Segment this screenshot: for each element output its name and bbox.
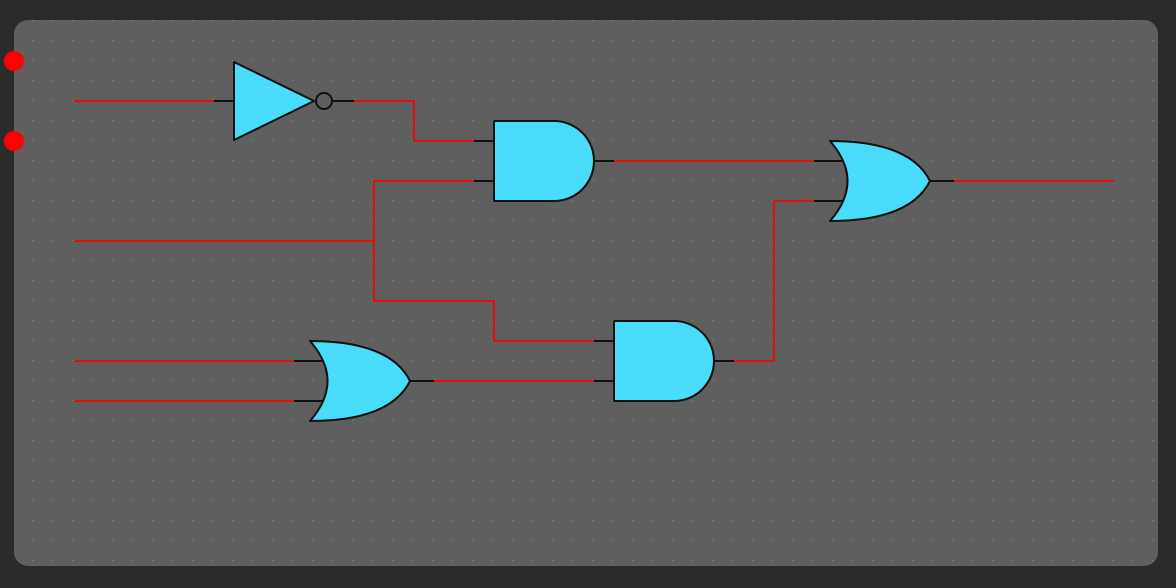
and-gate-bottom[interactable] [594, 320, 734, 402]
or-gate-output[interactable] [814, 140, 954, 222]
or-gate-input-body[interactable] [309, 340, 411, 422]
connector-dot-2[interactable] [4, 131, 24, 151]
wire-in2-to-and1[interactable] [373, 180, 474, 241]
and-gate-bottom-body[interactable] [613, 320, 715, 402]
connector-dot-1[interactable] [4, 51, 24, 71]
and-gate-top[interactable] [474, 120, 614, 202]
not-gate[interactable] [214, 61, 354, 141]
not-gate-body[interactable] [233, 61, 315, 141]
or-gate-input[interactable] [294, 340, 434, 422]
wire-in2-to-and2[interactable] [373, 241, 594, 342]
and-gate-top-body[interactable] [493, 120, 595, 202]
not-gate-inversion-bubble [315, 92, 333, 110]
wire-and2-to-or2[interactable] [734, 200, 814, 362]
wires [74, 100, 1114, 402]
or-gate-output-body[interactable] [829, 140, 931, 222]
wire-not-to-and1[interactable] [354, 100, 474, 142]
